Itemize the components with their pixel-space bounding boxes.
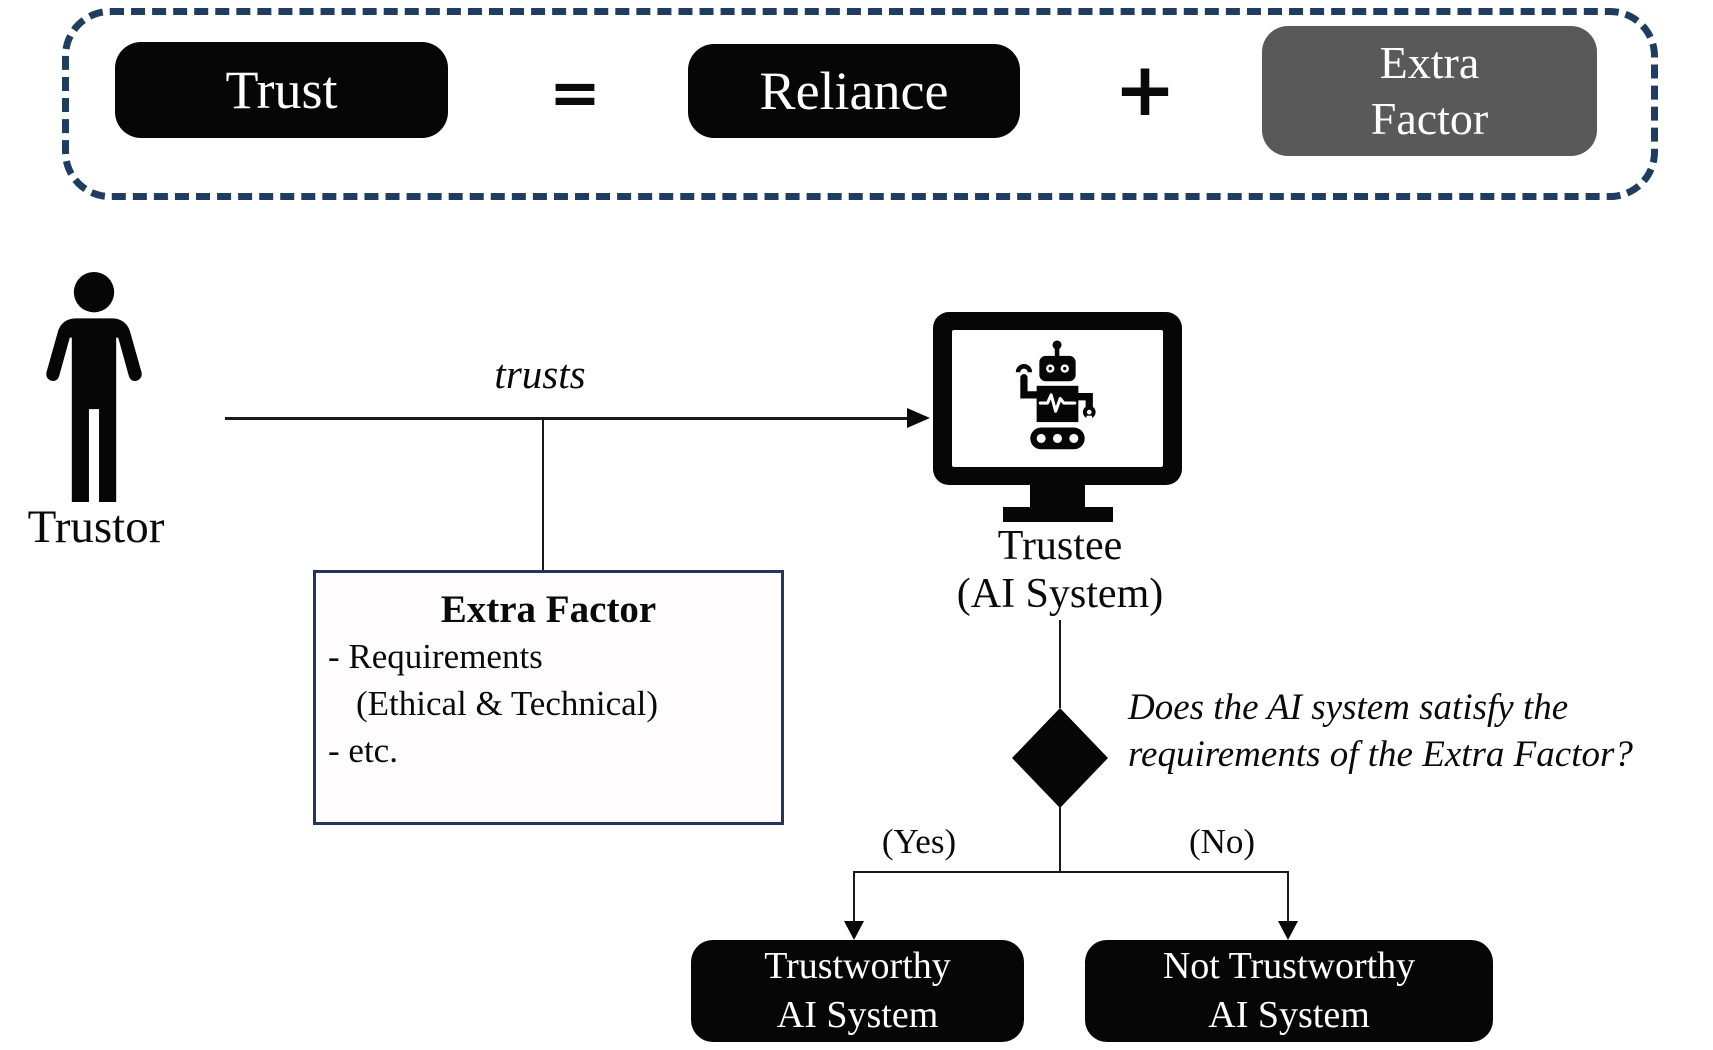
extra-factor-connector-line xyxy=(542,419,544,570)
extra-factor-item: (Ethical & Technical) xyxy=(356,684,659,723)
monitor-stand-neck xyxy=(1030,485,1085,508)
trusts-arrowhead-icon xyxy=(907,408,930,428)
equation-dashed-frame xyxy=(62,8,1658,200)
trusts-arrow-label: trusts xyxy=(494,351,586,397)
trustee-to-decision-line xyxy=(1059,620,1061,708)
person-icon xyxy=(46,272,142,502)
extra-factor-detail-title: Extra Factor xyxy=(440,588,657,631)
not-trustworthy-outcome-node: Not Trustworthy AI System xyxy=(1085,940,1493,1042)
trusts-arrow-line xyxy=(225,417,913,420)
decision-to-branch-line xyxy=(1059,806,1061,872)
extra-factor-item: - Requirements xyxy=(328,637,543,676)
extra-factor-node-label: Extra Factor xyxy=(1370,37,1489,144)
extra-factor-node: Extra Factor xyxy=(1262,26,1597,156)
diamond-decision-icon xyxy=(1012,708,1108,808)
yes-branch-label: (Yes) xyxy=(881,822,957,861)
trustworthy-outcome-node: Trustworthy AI System xyxy=(691,940,1024,1042)
trust-node-label: Trust xyxy=(225,60,338,120)
decision-question: Does the AI system satisfy the requireme… xyxy=(1128,687,1633,775)
trustee-label: Trustee (AI System) xyxy=(956,523,1164,617)
extra-factor-detail-box: Extra Factor - Requirements (Ethical & T… xyxy=(313,570,784,825)
monitor-screen xyxy=(952,330,1163,467)
extra-factor-item: - etc. xyxy=(328,731,398,770)
reliance-node: Reliance xyxy=(688,44,1020,138)
monitor-stand-base xyxy=(1003,507,1113,522)
robot-icon xyxy=(1015,340,1096,450)
trust-node: Trust xyxy=(115,42,448,138)
yes-branch-line xyxy=(853,871,855,924)
plus-operator: + xyxy=(1113,47,1176,133)
branch-horizontal-line xyxy=(854,871,1289,873)
no-branch-line xyxy=(1287,871,1289,924)
yes-arrowhead-icon xyxy=(844,921,864,940)
reliance-node-label: Reliance xyxy=(759,61,949,121)
no-arrowhead-icon xyxy=(1278,921,1298,940)
trustor-label: Trustor xyxy=(27,501,165,553)
no-branch-label: (No) xyxy=(1188,822,1256,861)
equals-operator: = xyxy=(549,55,601,129)
